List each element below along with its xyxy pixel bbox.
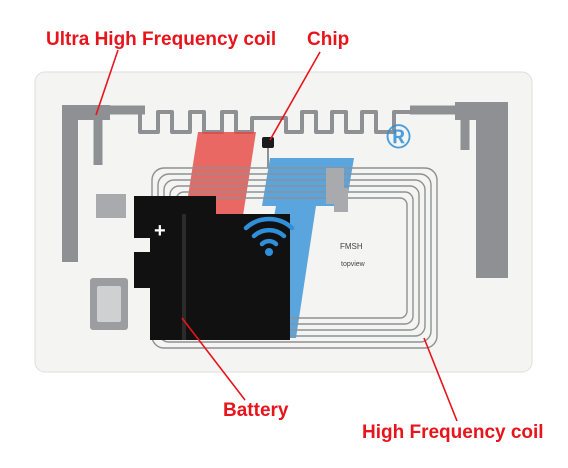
battery — [134, 196, 290, 340]
uhf-coil-label: Ultra High Frequency coil — [46, 29, 277, 50]
wifi-icon — [243, 216, 295, 247]
uhf-right-pad — [455, 102, 508, 278]
chip-marking-brand: FMSH — [340, 242, 363, 251]
uhf-left-pad — [62, 105, 110, 262]
wifi-arc-inner — [259, 238, 279, 247]
hf-coil-label: High Frequency coil — [362, 422, 544, 443]
uhf-leader — [95, 49, 119, 116]
battery-label: Battery — [223, 400, 289, 421]
chip-label: Chip — [307, 29, 350, 50]
wifi-dot — [265, 248, 273, 256]
battery-edge-light — [182, 214, 186, 340]
hf-leader — [423, 337, 458, 422]
battery-plus-sign: + — [154, 220, 166, 242]
contact-pad-top — [96, 194, 126, 218]
chip-marking-sub: topview — [341, 261, 366, 268]
wifi-arc-middle — [251, 227, 287, 239]
battery-leader — [181, 317, 246, 401]
chip-leader — [269, 51, 321, 141]
wifi-arc-outer — [243, 216, 295, 231]
hf-bridge-pad-2 — [334, 188, 348, 212]
leader-lines — [95, 49, 458, 422]
registered-mark: ® — [386, 118, 411, 156]
contact-pad-bottom-shine — [97, 286, 121, 322]
chip — [262, 137, 274, 148]
uhf-meander — [138, 110, 412, 134]
